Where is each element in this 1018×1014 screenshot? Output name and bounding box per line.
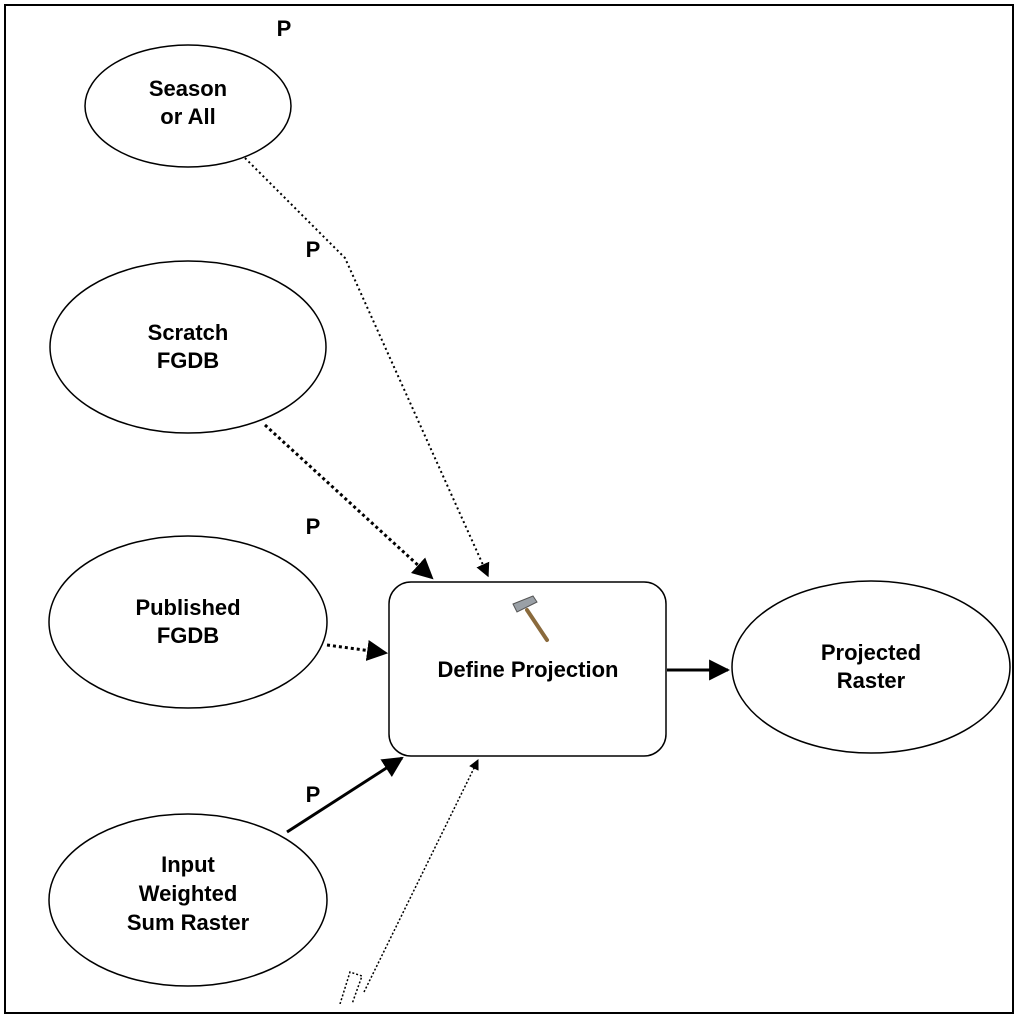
node-label-line2: or All — [160, 104, 215, 129]
node-projected-raster[interactable]: Projected Raster — [731, 580, 1011, 754]
node-input-weighted-sum-raster[interactable]: Input Weighted Sum Raster — [48, 813, 328, 987]
node-label-line1: Projected — [821, 640, 921, 665]
node-label-line3: Sum Raster — [127, 910, 250, 935]
node-label-line2: Raster — [837, 668, 906, 693]
param-marker-season: P — [277, 16, 292, 41]
param-marker-scratch: P — [306, 237, 321, 262]
node-label-line1: Published — [135, 595, 240, 620]
tool-define-projection[interactable]: Define Projection — [388, 581, 667, 757]
param-marker-input: P — [306, 782, 321, 807]
connector-input-to-tool — [286, 756, 404, 834]
node-label-line2: Weighted — [139, 881, 238, 906]
connector-season-to-tool — [244, 157, 490, 578]
node-published-fgdb[interactable]: Published FGDB — [48, 535, 328, 709]
node-season-or-all[interactable]: Season or All — [84, 44, 292, 168]
node-label-line1: Scratch — [148, 320, 229, 345]
connector-published-to-tool — [326, 640, 389, 661]
hammer-icon — [512, 595, 549, 642]
connector-scratch-to-tool — [263, 423, 434, 580]
tool-label: Define Projection — [438, 657, 619, 682]
node-label-line2: FGDB — [157, 623, 219, 648]
node-label-line2: FGDB — [157, 348, 219, 373]
node-scratch-fgdb[interactable]: Scratch FGDB — [49, 260, 327, 434]
connector-bottom-to-tool — [363, 759, 479, 993]
node-label-line1: Input — [161, 852, 215, 877]
partial-element-bottom — [339, 971, 363, 1004]
node-label-line1: Season — [149, 76, 227, 101]
param-marker-published: P — [306, 514, 321, 539]
